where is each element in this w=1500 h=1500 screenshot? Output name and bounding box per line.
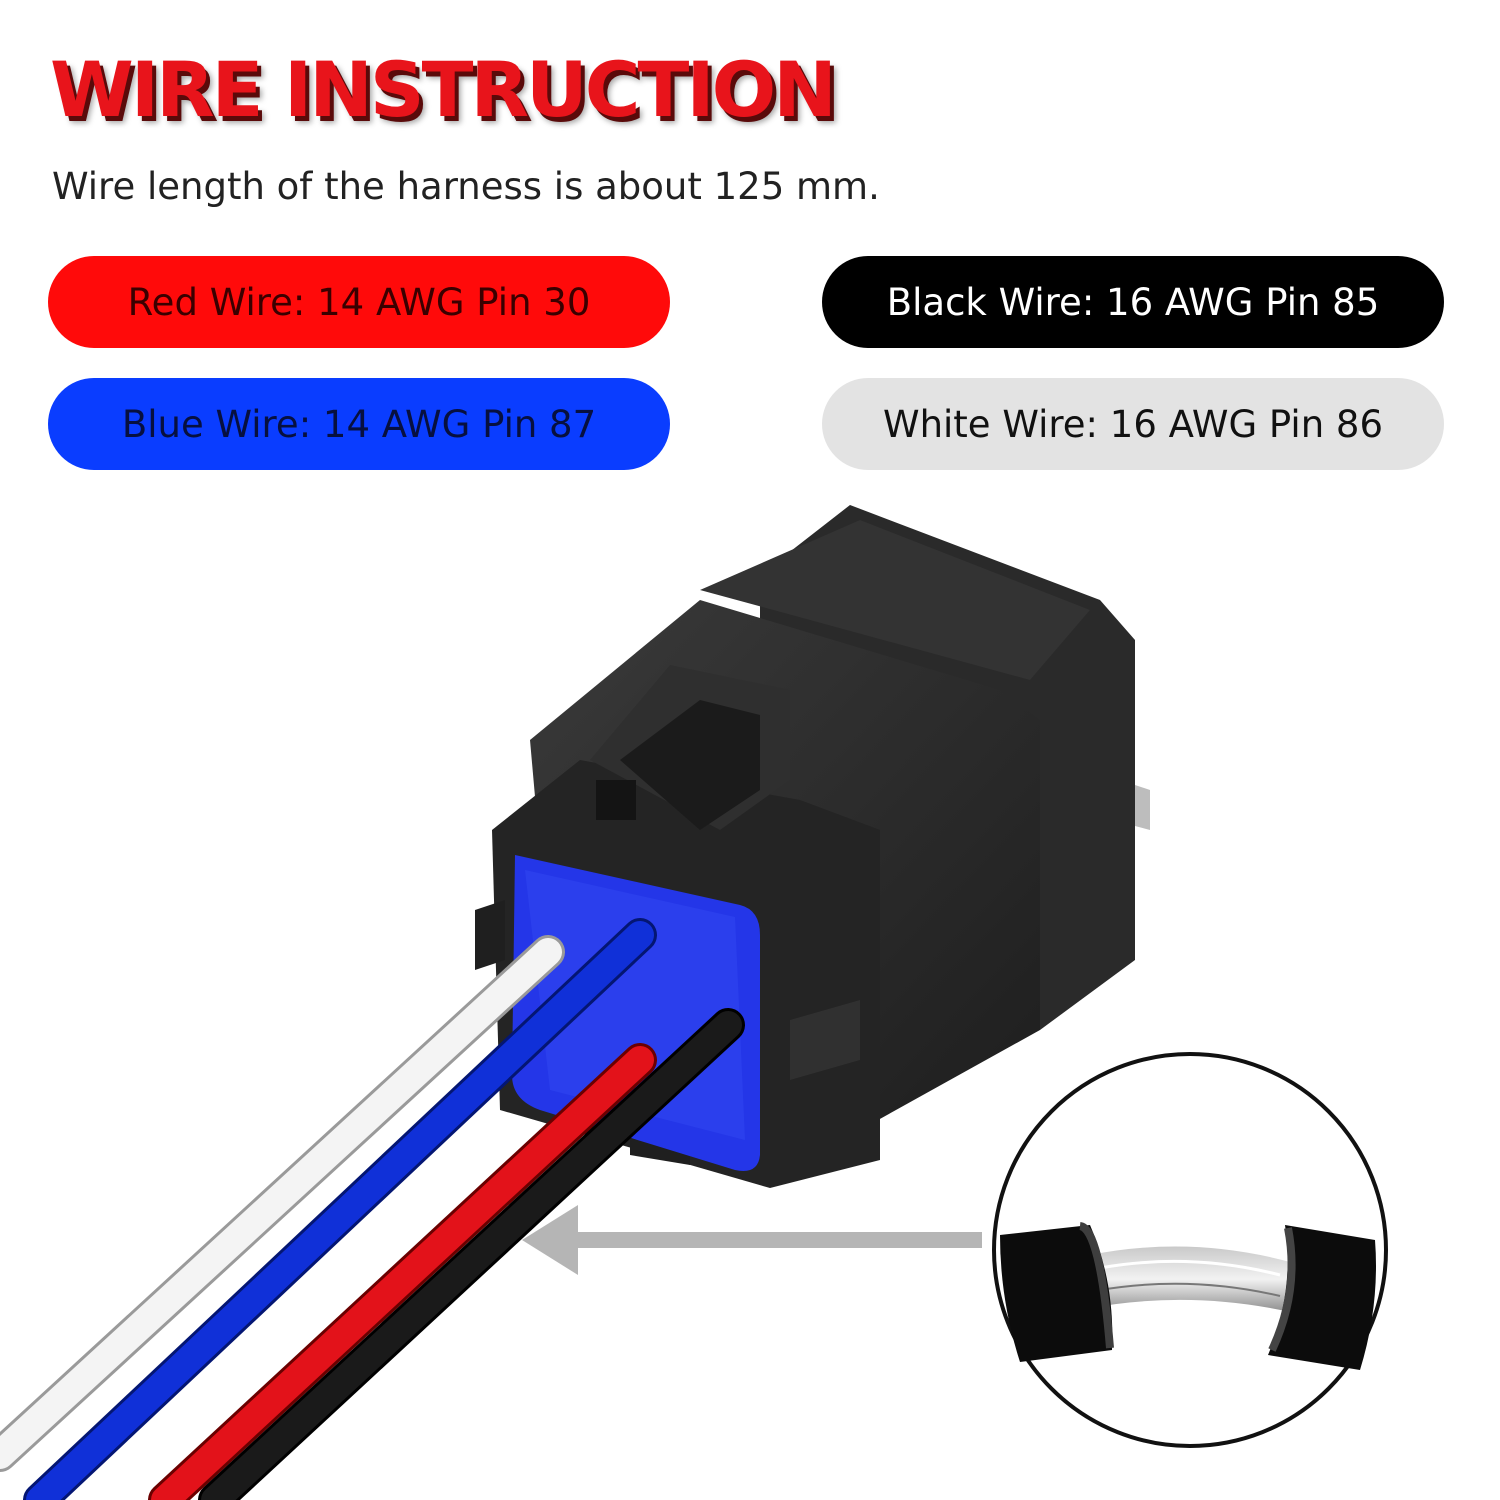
arrow-left-icon xyxy=(522,1205,982,1275)
wire-bundle xyxy=(0,918,745,1500)
white-wire-label: White Wire: 16 AWG Pin 86 xyxy=(822,378,1444,470)
page-title: WIRE INSTRUCTION xyxy=(50,45,837,134)
page-subtitle: Wire length of the harness is about 125 … xyxy=(52,165,880,208)
wire-closeup-inset xyxy=(992,1052,1388,1448)
red-wire-label: Red Wire: 14 AWG Pin 30 xyxy=(48,256,670,348)
blue-wire-label: Blue Wire: 14 AWG Pin 87 xyxy=(48,378,670,470)
black-wire-label: Black Wire: 16 AWG Pin 85 xyxy=(822,256,1444,348)
